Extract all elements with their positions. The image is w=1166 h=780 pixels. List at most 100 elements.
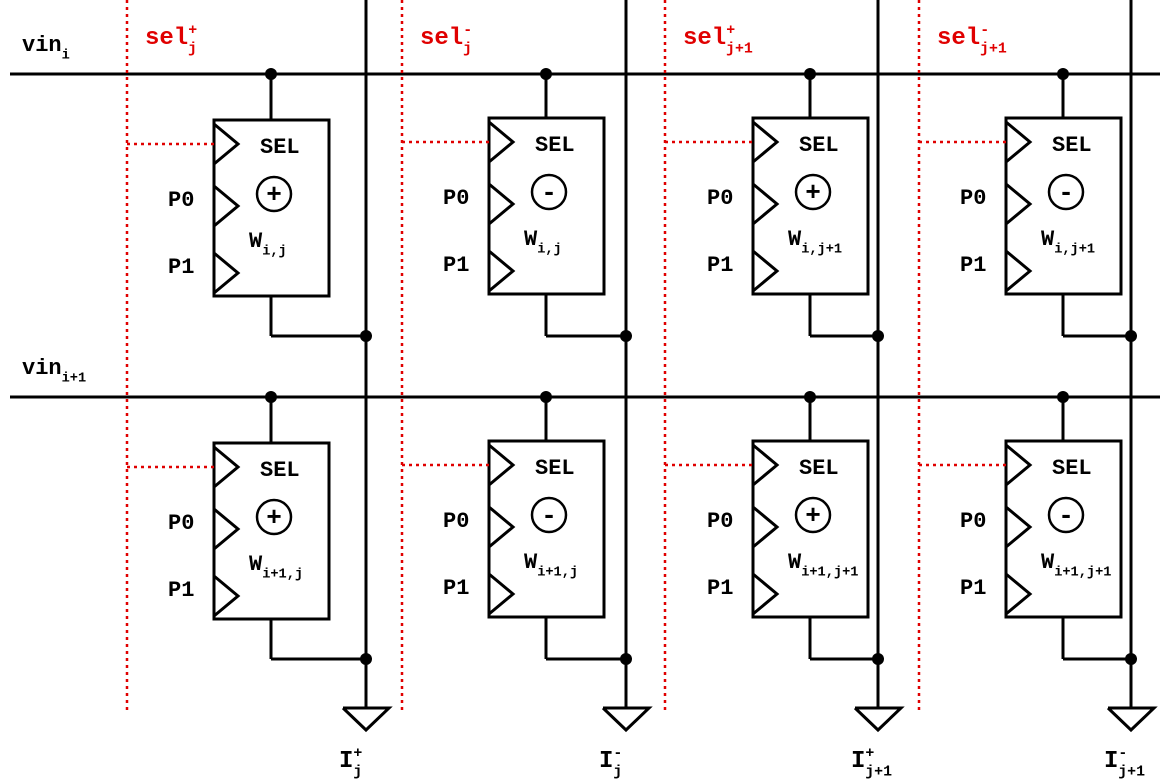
output-terminal-2 <box>853 706 905 733</box>
select-label-3: sel-j+1 <box>937 23 1007 58</box>
cell-0-0-weight-label: Wi,j <box>249 229 287 259</box>
cell-0-0-sign-circle <box>255 175 293 213</box>
cell-1-0-sel-label: SEL <box>260 458 300 483</box>
select-label-2-base: sel <box>683 25 726 52</box>
output-label-3-base: I <box>1104 748 1118 775</box>
cell-1-3-weight-label-base: W <box>1041 550 1055 575</box>
cell-0-1-weight-label-base: W <box>524 227 538 252</box>
cell-0-2-sel-label: SEL <box>799 133 839 158</box>
cell-0-1-port-sel <box>488 120 516 164</box>
cell-0-1-sign-circle <box>530 173 568 211</box>
output-label-0-sub: j <box>353 765 362 780</box>
cell-1-2-weight-label: Wi+1,j+1 <box>788 550 858 580</box>
cell-0-2-sign-circle <box>794 173 832 211</box>
cell-1-3-p1-label: P1 <box>960 576 986 601</box>
cell-1-0-weight-label-base: W <box>249 552 263 577</box>
select-label-1: sel-j <box>420 23 472 58</box>
cell-0-0-weight-label-base: W <box>249 229 263 254</box>
cell-0-1-p1-label: P1 <box>443 253 469 278</box>
cell-0-0-output-node <box>360 330 372 342</box>
output-terminal-1 <box>601 706 653 733</box>
cell-0-3-sel-label: SEL <box>1052 133 1092 158</box>
cell-0-2-port-p1 <box>752 249 780 293</box>
cell-0-3-port-p1 <box>1005 249 1033 293</box>
cell-1-2-weight-label-base: W <box>788 550 802 575</box>
cell-1-3-weight-label-sub: i+1,j+1 <box>1054 565 1111 580</box>
select-label-3-sub: j+1 <box>980 42 1007 58</box>
cell-1-0-port-p1 <box>213 574 241 618</box>
cell-0-2-port-sel <box>752 120 780 164</box>
cell-0-1-sign: - <box>541 178 557 208</box>
cell-0-2-weight-label: Wi,j+1 <box>788 227 842 257</box>
cell-0-3-port-sel <box>1005 120 1033 164</box>
select-label-1-sub: j <box>463 42 472 58</box>
output-label-0-base: I <box>339 748 353 775</box>
cell-0-3-weight-label-sub: i,j+1 <box>1054 242 1095 257</box>
cell-1-1-weight-label-sub: i+1,j <box>537 565 578 580</box>
cell-1-0-output-node <box>360 653 372 665</box>
cell-1-1-p0-label: P0 <box>443 509 469 534</box>
output-label-3: I- j+1 <box>1104 746 1145 780</box>
cell-0-1-output-node <box>620 330 632 342</box>
output-terminal-3 <box>1106 706 1158 733</box>
cell-1-1-weight-label-base: W <box>524 550 538 575</box>
cell-1-2-p0-label: P0 <box>707 509 733 534</box>
cell-0-3-port-p0 <box>1005 182 1033 226</box>
cell-0-2-output-node <box>872 330 884 342</box>
cell-0-0-weight-label-sub: i,j <box>262 244 287 259</box>
cell-1-3-port-p1 <box>1005 572 1033 616</box>
cell-1-1-port-p0 <box>488 505 516 549</box>
output-label-1-base: I <box>599 748 613 775</box>
cell-1-2-p1-label: P1 <box>707 576 733 601</box>
cell-1-3-sign-circle <box>1047 496 1085 534</box>
cell-1-0-port-sel <box>213 445 241 489</box>
cell-1-1-output-node <box>620 653 632 665</box>
select-label-0-sub: j <box>188 42 197 58</box>
vin-label-1-base: vin <box>22 356 62 381</box>
cell-1-1-port-sel <box>488 443 516 487</box>
output-label-3-sub: j+1 <box>1118 765 1145 780</box>
cell-1-1-sign-circle <box>530 496 568 534</box>
vin-label-1: vini+1 <box>22 356 86 386</box>
cell-1-2-port-sel <box>752 443 780 487</box>
cell-1-3-port-sel <box>1005 443 1033 487</box>
cell-0-3-output-node <box>1125 330 1137 342</box>
output-terminal-0 <box>341 706 393 733</box>
cell-1-1-weight-label: Wi+1,j <box>524 550 578 580</box>
output-label-1: I-j <box>599 746 622 780</box>
select-label-0-sup: + <box>188 23 197 39</box>
cell-0-0-port-p0 <box>213 184 241 228</box>
cell-0-3-sign: - <box>1058 178 1074 208</box>
cell-0-2-weight-label-base: W <box>788 227 802 252</box>
cell-1-2-output-node <box>872 653 884 665</box>
cell-1-3-port-p0 <box>1005 505 1033 549</box>
cell-1-2-sign-circle <box>794 496 832 534</box>
cell-1-2-port-p1 <box>752 572 780 616</box>
cell-0-2-port-p0 <box>752 182 780 226</box>
output-label-0: I+ j <box>339 746 362 780</box>
select-label-0-base: sel <box>145 25 188 52</box>
cell-1-0-p1-label: P1 <box>168 578 194 603</box>
cell-0-0-port-p1 <box>213 251 241 295</box>
cell-1-0-weight-label: Wi+1,j <box>249 552 303 582</box>
cell-0-3-p0-label: P0 <box>960 186 986 211</box>
output-label-0-sup: + <box>353 746 362 762</box>
cell-1-3-p0-label: P0 <box>960 509 986 534</box>
cell-0-1-port-p1 <box>488 249 516 293</box>
cell-0-2-weight-label-sub: i,j+1 <box>801 242 842 257</box>
cell-0-3-sign-circle <box>1047 173 1085 211</box>
cell-0-2-sign: + <box>805 178 821 208</box>
cell-1-3-sign: - <box>1058 501 1074 531</box>
cell-0-3-p1-label: P1 <box>960 253 986 278</box>
output-label-3-sup: - <box>1118 746 1127 762</box>
cell-0-0-sign: + <box>266 180 282 210</box>
cell-0-0-sel-label: SEL <box>260 135 300 160</box>
cell-1-1-sel-label: SEL <box>535 456 575 481</box>
select-label-2-sup: + <box>726 23 735 39</box>
cell-1-3-output-node <box>1125 653 1137 665</box>
cell-1-2-sel-label: SEL <box>799 456 839 481</box>
vin-label-1-sub: i+1 <box>62 371 87 386</box>
select-label-3-base: sel <box>937 25 980 52</box>
output-label-2-sub: j+1 <box>865 765 892 780</box>
